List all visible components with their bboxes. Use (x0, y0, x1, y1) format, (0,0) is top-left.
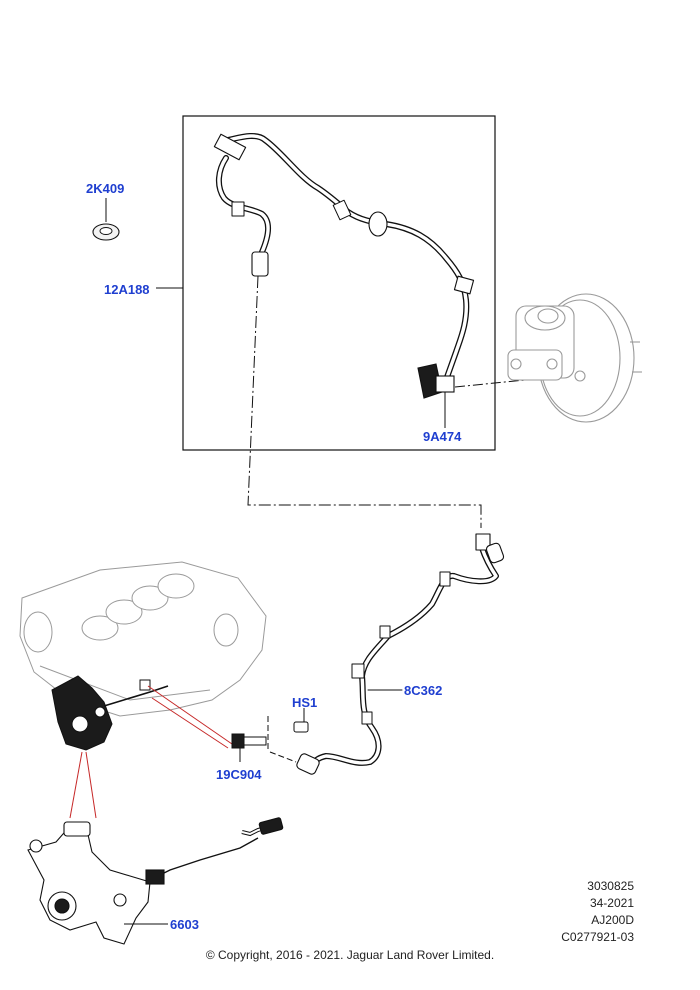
copyright-notice: © Copyright, 2016 - 2021. Jaguar Land Ro… (205, 948, 495, 962)
grommet-part[interactable] (92, 198, 120, 241)
red-leaders (69, 685, 233, 819)
callout-19c904[interactable]: 19C904 (216, 767, 262, 782)
oil-pump-part[interactable] (27, 817, 284, 945)
brake-booster-ghost (507, 293, 642, 423)
callout-hs1[interactable]: HS1 (292, 695, 318, 710)
vacuum-hose-part[interactable] (213, 132, 475, 383)
callout-8c362[interactable]: 8C362 (404, 683, 443, 698)
pressure-sensor-part[interactable] (231, 733, 267, 762)
callout-9a474[interactable]: 9A474 (423, 429, 462, 444)
oil-pump-installed (51, 675, 169, 751)
reference-code: 34-2021 (589, 896, 634, 910)
engine-block-ghost (19, 561, 267, 717)
bolt-part[interactable] (267, 708, 309, 763)
reference-code: AJ200D (591, 913, 634, 927)
reference-code: C0277921-03 (561, 930, 634, 944)
callout-12a188[interactable]: 12A188 (104, 282, 150, 297)
vacuum-pipe-part[interactable] (296, 533, 505, 775)
detail-frame (182, 115, 496, 451)
vacuum-sensor-part[interactable] (417, 363, 455, 428)
callout-6603[interactable]: 6603 (170, 917, 199, 932)
reference-code: 3030825 (587, 879, 634, 893)
reference-codes: 3030825 34-2021 AJ200D C0277921-03 (520, 878, 634, 946)
leader-booster (454, 374, 576, 388)
leader-hose-connection (247, 275, 482, 528)
callout-2k409[interactable]: 2K409 (86, 181, 125, 196)
